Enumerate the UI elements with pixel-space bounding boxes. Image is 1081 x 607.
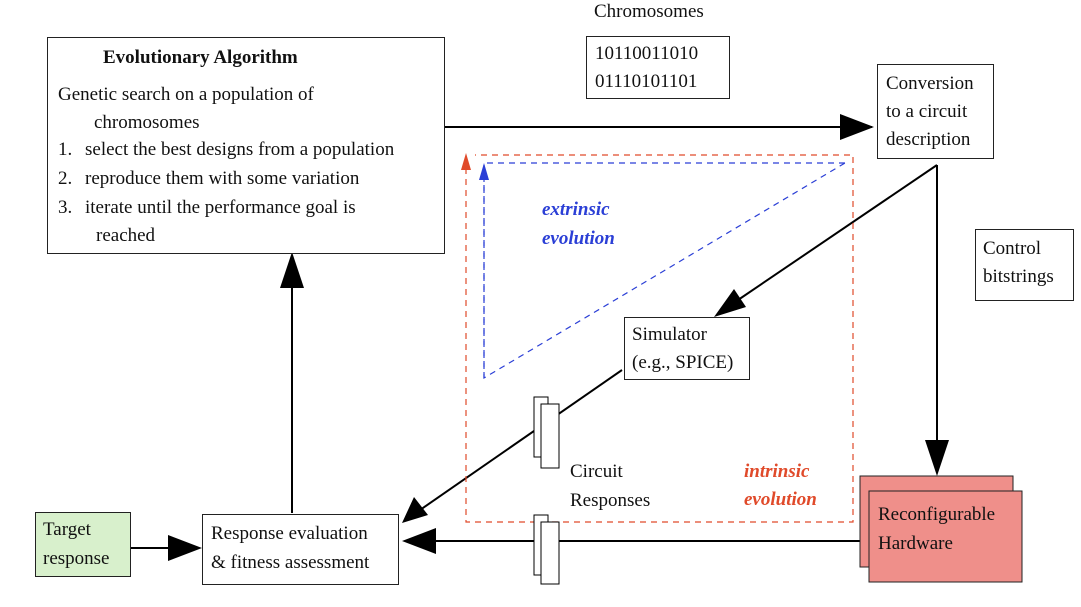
intrinsic-evolution-line-1: intrinsic bbox=[744, 461, 810, 482]
chromosome-1: 10110011010 bbox=[595, 43, 699, 64]
control-line-2: bitstrings bbox=[983, 266, 1054, 287]
evolutionary-algorithm-title: Evolutionary Algorithm bbox=[103, 47, 298, 68]
intrinsic-loop-path bbox=[465, 154, 854, 523]
conversion-line-2: to a circuit bbox=[886, 101, 968, 122]
ea-step-1-text: select the best designs from a populatio… bbox=[85, 139, 395, 160]
arrow-conversion-to-simulator bbox=[737, 164, 938, 301]
hardware-line-2: Hardware bbox=[878, 533, 953, 554]
hardware-front-box bbox=[868, 490, 1023, 583]
ea-step-3-num: 3. bbox=[58, 197, 73, 218]
arrowhead-conversion bbox=[840, 114, 874, 140]
ea-step-2-num: 2. bbox=[58, 168, 73, 189]
conversion-line-1: Conversion bbox=[886, 73, 974, 94]
extrinsic-evolution-line-1: extrinsic bbox=[542, 199, 610, 220]
response-plate-front-lower bbox=[540, 521, 560, 585]
response-evaluation-box: Response evaluation & fitness assessment bbox=[202, 514, 399, 585]
simulator-line-1: Simulator bbox=[632, 324, 707, 345]
extrinsic-evolution-line-2: evolution bbox=[542, 228, 615, 249]
arrowhead-simulator bbox=[714, 289, 746, 317]
response-eval-line-2: & fitness assessment bbox=[211, 552, 370, 573]
circuit-responses-line-1: Circuit bbox=[570, 461, 623, 482]
ea-step-3-cont: reached bbox=[96, 225, 156, 246]
extrinsic-loop-path bbox=[483, 162, 846, 380]
response-eval-line-1: Response evaluation bbox=[211, 523, 368, 544]
control-bitstrings-box: Control bitstrings bbox=[975, 229, 1074, 301]
arrowhead-eval-horiz bbox=[402, 528, 436, 554]
arrow-simulator-to-eval bbox=[419, 369, 623, 511]
hardware-line-1: Reconfigurable bbox=[878, 504, 996, 525]
chromosome-2: 01110101101 bbox=[595, 71, 698, 92]
arrowhead-target bbox=[168, 535, 202, 561]
arrowhead-ea bbox=[280, 252, 304, 288]
extrinsic-loop-arrowhead bbox=[479, 163, 489, 180]
chromosomes-label: Chromosomes bbox=[594, 1, 704, 22]
conversion-box: Conversion to a circuit description bbox=[877, 64, 994, 159]
intrinsic-evolution-line-2: evolution bbox=[744, 489, 817, 510]
ea-step-3-text: iterate until the performance goal is bbox=[85, 197, 356, 218]
chromosomes-box: 10110011010 01110101101 bbox=[586, 36, 730, 99]
ea-step-1-num: 1. bbox=[58, 139, 73, 160]
simulator-line-2: (e.g., SPICE) bbox=[632, 352, 734, 373]
target-line-2: response bbox=[43, 548, 110, 569]
arrowhead-eval-diag bbox=[402, 497, 428, 523]
response-plate-front-upper bbox=[540, 403, 560, 469]
ea-step-2-text: reproduce them with some variation bbox=[85, 168, 360, 189]
ea-intro-line1: Genetic search on a population of bbox=[58, 84, 314, 105]
intrinsic-loop-arrowhead bbox=[461, 153, 471, 170]
control-line-1: Control bbox=[983, 238, 1042, 259]
target-line-1: Target bbox=[43, 519, 91, 540]
ea-intro-line2: chromosomes bbox=[94, 112, 200, 133]
circuit-responses-line-2: Responses bbox=[570, 490, 651, 511]
arrowhead-hardware bbox=[925, 440, 949, 476]
target-response-box: Target response bbox=[35, 512, 131, 577]
simulator-box: Simulator (e.g., SPICE) bbox=[624, 317, 750, 380]
evolutionary-algorithm-box: Evolutionary Algorithm Genetic search on… bbox=[47, 37, 445, 254]
conversion-line-3: description bbox=[886, 129, 971, 150]
